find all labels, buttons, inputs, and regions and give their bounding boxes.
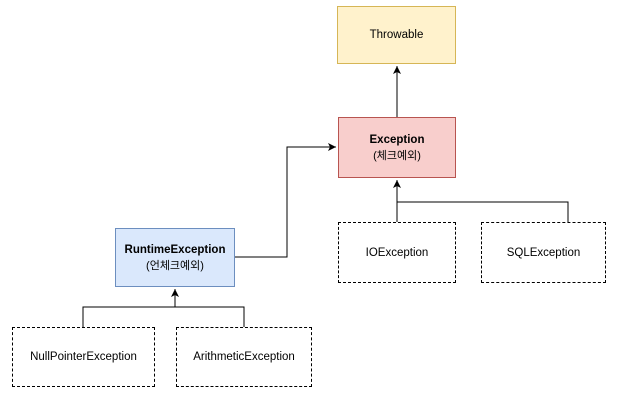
edge-runtime-to-exception <box>235 143 336 258</box>
node-io-exception: IOException <box>338 222 456 283</box>
node-runtime-exception-label: RuntimeException <box>124 243 226 256</box>
node-exception-label: Exception <box>369 133 425 146</box>
node-io-exception-label: IOException <box>365 246 429 259</box>
node-throwable: Throwable <box>337 6 456 64</box>
node-exception: Exception (체크예외) <box>338 117 456 178</box>
edge-npe-to-runtime <box>82 306 175 327</box>
node-arithmetic-exception: ArithmeticException <box>176 327 312 387</box>
node-runtime-exception-sublabel: (언체크예외) <box>146 259 204 272</box>
node-null-pointer-exception-label: NullPointerException <box>30 351 137 363</box>
node-null-pointer-exception: NullPointerException <box>12 327 155 387</box>
edge-sql-to-exception <box>397 201 569 222</box>
edge-arith-to-runtime <box>171 289 245 327</box>
node-exception-sublabel: (체크예외) <box>373 149 421 162</box>
node-throwable-label: Throwable <box>369 29 424 41</box>
node-sql-exception-label: SQLException <box>506 246 581 259</box>
node-runtime-exception: RuntimeException (언체크예외) <box>115 228 235 287</box>
node-sql-exception: SQLException <box>481 222 606 283</box>
node-arithmetic-exception-label: ArithmeticException <box>193 351 295 363</box>
